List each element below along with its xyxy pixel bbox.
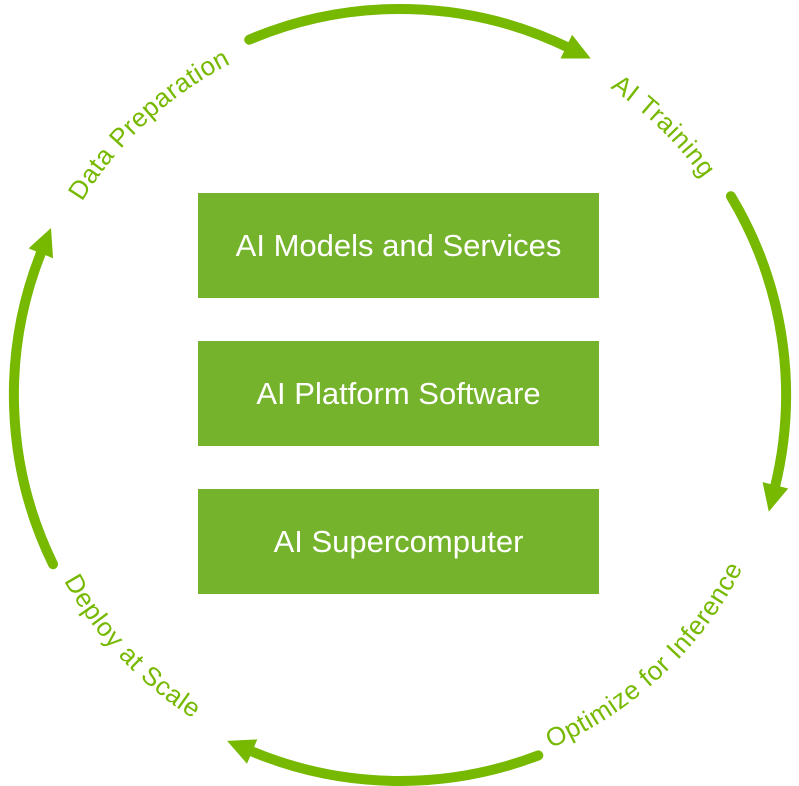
cycle-arc-top-arrow — [244, 3, 591, 59]
stack-box-label: AI Platform Software — [256, 376, 541, 411]
cycle-arc-bottom-arrow — [227, 739, 544, 786]
platform-stack: AI Models and Services AI Platform Softw… — [198, 193, 599, 594]
cycle-arc-left-arrow — [8, 228, 58, 570]
cycle-label-ai-training-text: AI Training — [607, 68, 723, 182]
stack-box-label: AI Models and Services — [235, 228, 562, 263]
cycle-arc-right-arrow — [725, 191, 792, 512]
stack-box-ai-models-and-services: AI Models and Services — [198, 193, 599, 298]
cycle-label-deploy-at-scale: Deploy at Scale — [59, 569, 207, 724]
cycle-label-data-preparation: Data Preparation — [62, 42, 234, 205]
stack-box-ai-supercomputer: AI Supercomputer — [198, 489, 599, 594]
stack-box-ai-platform-software: AI Platform Software — [198, 341, 599, 446]
stack-box-label: AI Supercomputer — [273, 524, 524, 559]
cycle-label-deploy-at-scale-text: Deploy at Scale — [59, 569, 207, 724]
cycle-label-data-preparation-text: Data Preparation — [62, 42, 234, 205]
cycle-label-ai-training: AI Training — [607, 68, 722, 182]
